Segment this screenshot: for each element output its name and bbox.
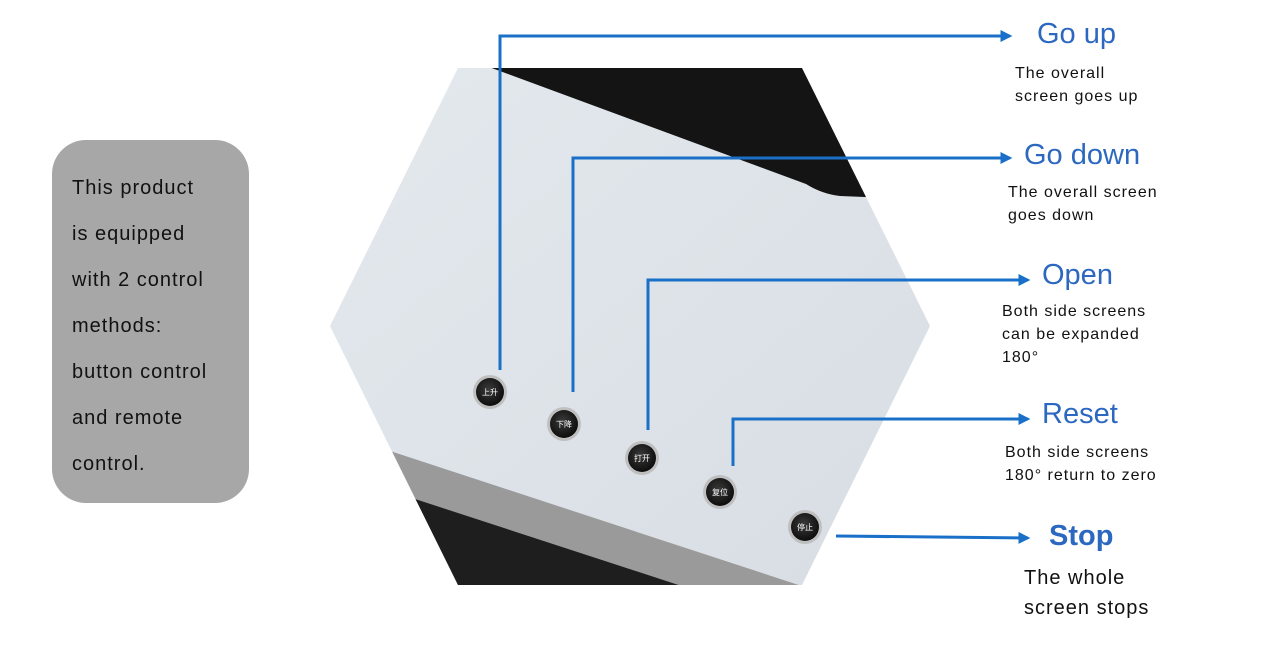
button-reset[interactable]: 复位 [703,475,737,509]
title-open: Open [1042,259,1113,291]
title-go-up: Go up [1037,18,1116,50]
desc-line: goes down [1008,207,1095,224]
desc-line: can be expanded [1002,326,1140,343]
button-down[interactable]: 下降 [547,407,581,441]
desc-line: The whole [1024,567,1126,589]
desc-line: The overall screen [1008,184,1158,201]
desc-go-up: The overall screen goes up [1015,62,1138,108]
desc-line: screen goes up [1015,88,1139,105]
leader-arrow-up [498,30,1013,370]
svg-text:上升: 上升 [482,388,498,397]
desc-line: 180° return to zero [1005,467,1157,484]
desc-open: Both side screens can be expanded 180° [1002,300,1146,369]
title-reset: Reset [1042,398,1118,430]
info-card: This product is equipped with 2 control … [52,140,249,503]
desc-line: Both side screens [1005,444,1150,461]
info-line: This product [72,177,195,199]
info-line: is equipped [72,223,186,245]
svg-text:复位: 复位 [712,487,728,497]
product-photo [330,68,930,585]
desc-line: 180° [1002,349,1040,366]
button-up[interactable]: 上升 [473,375,507,409]
info-line: and remote [72,407,184,429]
desc-line: The overall [1015,65,1106,82]
svg-text:打开: 打开 [634,453,650,463]
title-go-down: Go down [1024,139,1141,171]
desc-go-down: The overall screen goes down [1008,181,1158,227]
desc-reset: Both side screens 180° return to zero [1005,441,1157,487]
info-line: control. [72,453,146,475]
info-line: methods: [72,315,163,337]
desc-line: Both side screens [1002,303,1147,320]
svg-text:停止: 停止 [797,522,813,532]
desc-line: screen stops [1024,597,1150,619]
svg-text:下降: 下降 [556,419,572,429]
info-line: button control [72,361,208,383]
button-open[interactable]: 打开 [625,441,659,475]
info-line: with 2 control [72,269,204,291]
button-stop[interactable]: 停止 [788,510,822,544]
leader-arrow-open [646,274,1031,430]
title-stop: Stop [1049,520,1114,552]
desc-stop: The whole screen stops [1024,563,1149,623]
leader-arrow-reset [731,413,1031,466]
leader-arrow-down [571,152,1013,392]
leader-arrow-stop [835,531,1031,544]
